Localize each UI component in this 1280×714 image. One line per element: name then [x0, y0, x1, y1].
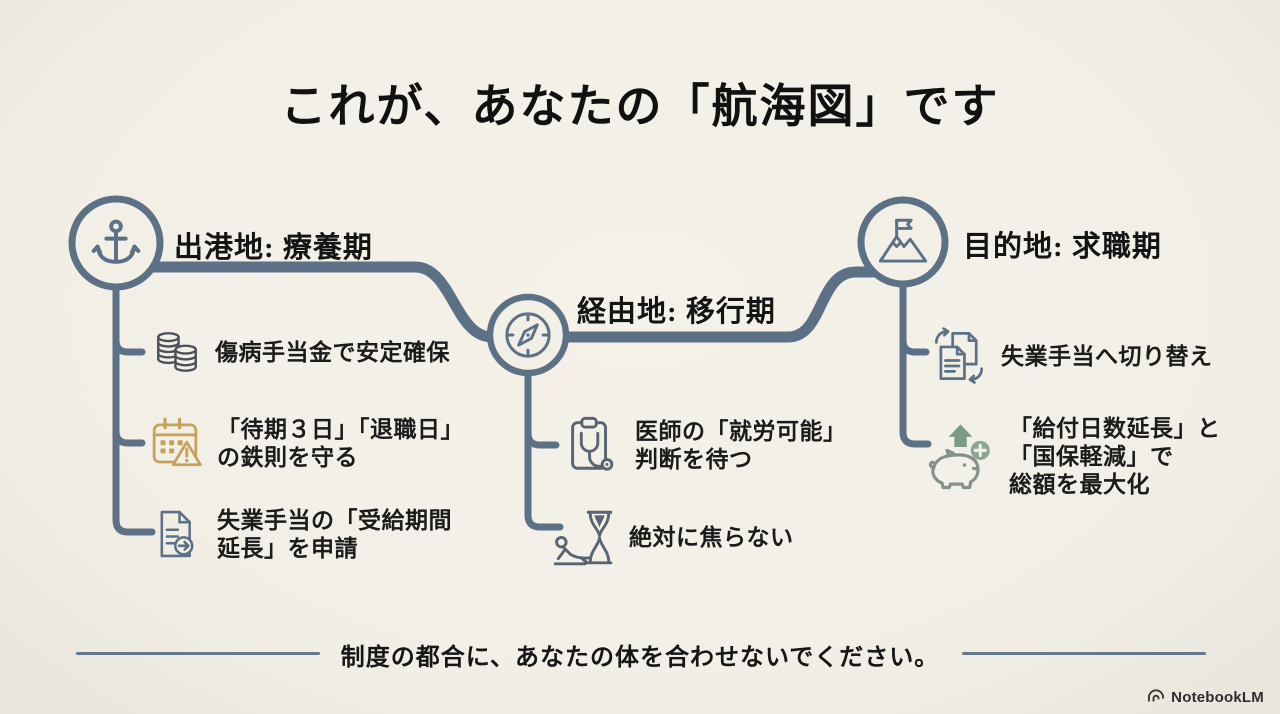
brand-name: NotebookLM — [1171, 688, 1264, 706]
item-text: 失業手当の「受給期間 延長」を申請 — [217, 507, 452, 561]
compass-icon — [505, 312, 551, 358]
item-text: 「給付日数延長」と 「国保軽減」で 総額を最大化 — [1009, 415, 1221, 497]
anchor-icon — [91, 219, 141, 264]
list-item-dont-rush: 絶対に焦らない — [550, 504, 794, 570]
notebooklm-logo-icon — [1148, 689, 1165, 702]
brand-badge: NotebookLM — [1146, 687, 1264, 707]
goal-stub-1 — [899, 336, 930, 356]
goal-node-circle — [857, 196, 949, 288]
mountain-flag-icon — [878, 218, 928, 263]
piggy-bank-plus-icon — [928, 424, 990, 490]
via-stub-1 — [524, 429, 560, 449]
documents-switch-icon — [934, 327, 984, 384]
footer-divider-left — [76, 652, 320, 655]
calendar-warning-icon — [152, 417, 202, 467]
clipboard-stethoscope-icon — [571, 416, 614, 471]
start-stem — [112, 283, 156, 536]
hourglass-rest-icon — [553, 510, 613, 566]
item-text: 失業手当へ切り替え — [1001, 343, 1213, 369]
list-item-sickpay: 傷病手当金で安定確保 — [152, 327, 450, 377]
start-node-label: 出港地: 療養期 — [174, 232, 373, 264]
via-stem — [524, 369, 564, 531]
page-title: これが、あなたの「航海図」です — [280, 81, 1000, 132]
list-item-doctor-judgement: 医師の「就労可能」 判断を待つ — [560, 414, 847, 476]
footer-note: 制度の都合に、あなたの体を合わせないでください。 — [340, 644, 940, 671]
item-text: 傷病手当金で安定確保 — [215, 339, 450, 365]
item-text: 医師の「就労可能」 判断を待つ — [635, 418, 847, 472]
coin-stacks-icon — [157, 332, 197, 372]
list-item-waiting-period: 「待期３日」「退職日」 の鉄則を守る — [146, 414, 464, 472]
goal-stem — [899, 280, 932, 448]
document-arrow-icon — [160, 510, 194, 558]
start-stub-2 — [112, 427, 146, 447]
item-text: 「待期３日」「退職日」 の鉄則を守る — [217, 416, 464, 470]
item-text: 絶対に焦らない — [629, 524, 794, 550]
footer-divider-right — [962, 652, 1206, 655]
list-item-extension-request: 失業手当の「受給期間 延長」を申請 — [150, 506, 452, 562]
via-node-label: 経由地: 移行期 — [577, 296, 776, 328]
list-item-switch-benefit: 失業手当へ切り替え — [930, 327, 1213, 385]
start-stub-1 — [112, 336, 146, 356]
list-item-maximize-total: 「給付日数延長」と 「国保軽減」で 総額を最大化 — [924, 414, 1221, 498]
goal-node-label: 目的地: 求職期 — [963, 231, 1162, 263]
